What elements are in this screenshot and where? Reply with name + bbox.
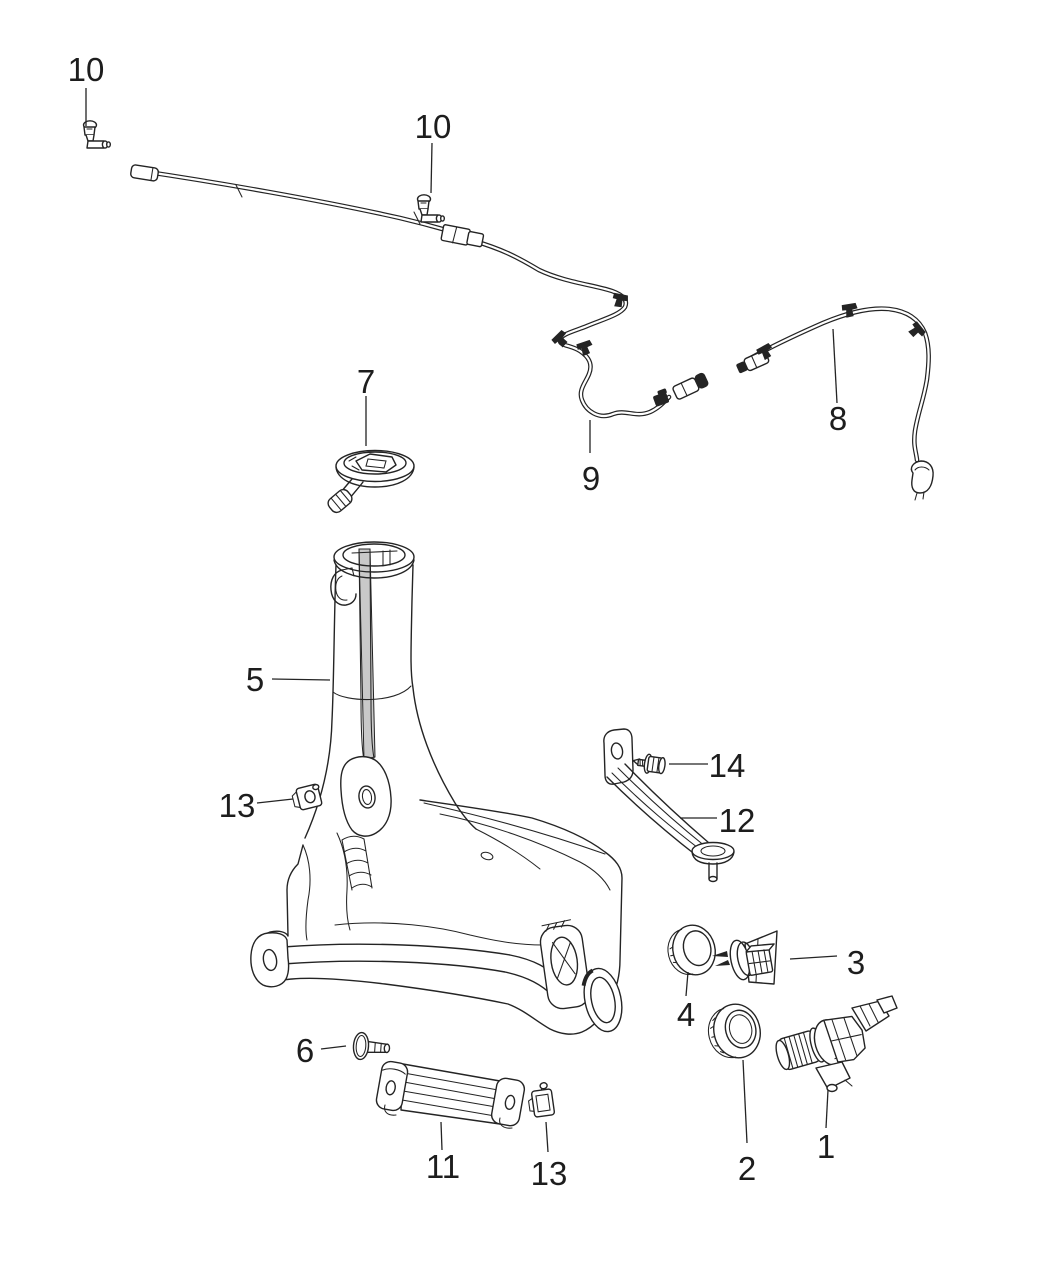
hose-inline-connector [440,224,485,248]
callout-7: 7 [357,363,375,400]
callout-14: 14 [709,747,746,784]
front-washer-hose [130,164,672,419]
callout-5: 5 [246,661,264,698]
rear-washer-hose [736,302,934,501]
sensor-port [539,919,591,1010]
retainer-clip [291,783,323,811]
callout-10-middle: 10 [415,108,452,145]
filler-cap [327,449,415,514]
hose-elbow-connector [653,388,669,407]
callout-11: 11 [426,1148,460,1185]
hose-clip-icon [906,320,927,342]
grommet [667,924,716,976]
grommet [707,1003,761,1059]
retainer-clip [528,1082,556,1118]
hose-clip-icon [576,339,595,357]
neck-mounting-boss [340,755,392,837]
hose-barrel-fitting [672,372,709,400]
callout-12: 12 [719,802,756,839]
pump-port [581,967,623,1033]
callout-13-left: 13 [219,787,256,824]
level-sensor [712,930,778,985]
mounting-screw [632,753,666,775]
washer-reservoir [250,799,623,1035]
support-bracket [603,728,735,883]
callout-8: 8 [829,400,847,437]
callout-9: 9 [582,460,600,497]
reservoir-mount-foot [250,932,290,988]
washer-nozzle [82,120,112,149]
washer-pump [775,995,898,1093]
hose-assembly-9 [550,291,709,407]
hose-end-fitting [130,164,159,182]
washer-nozzle [416,194,445,223]
callout-6: 6 [296,1032,314,1069]
callout-3: 3 [847,944,865,981]
leader-lines [85,88,838,1153]
lower-bracket [375,1060,526,1129]
hose-end-nozzle [910,460,934,494]
callout-4: 4 [677,996,695,1033]
callout-13-bottom: 13 [531,1155,568,1192]
push-pin [352,1031,391,1061]
callout-1: 1 [817,1128,835,1165]
callout-2: 2 [738,1150,756,1187]
callout-labels: 10 10 7 8 9 5 13 14 12 3 4 6 2 1 11 13 [68,51,866,1192]
filler-neck [304,541,477,891]
callout-10-left: 10 [68,51,105,88]
